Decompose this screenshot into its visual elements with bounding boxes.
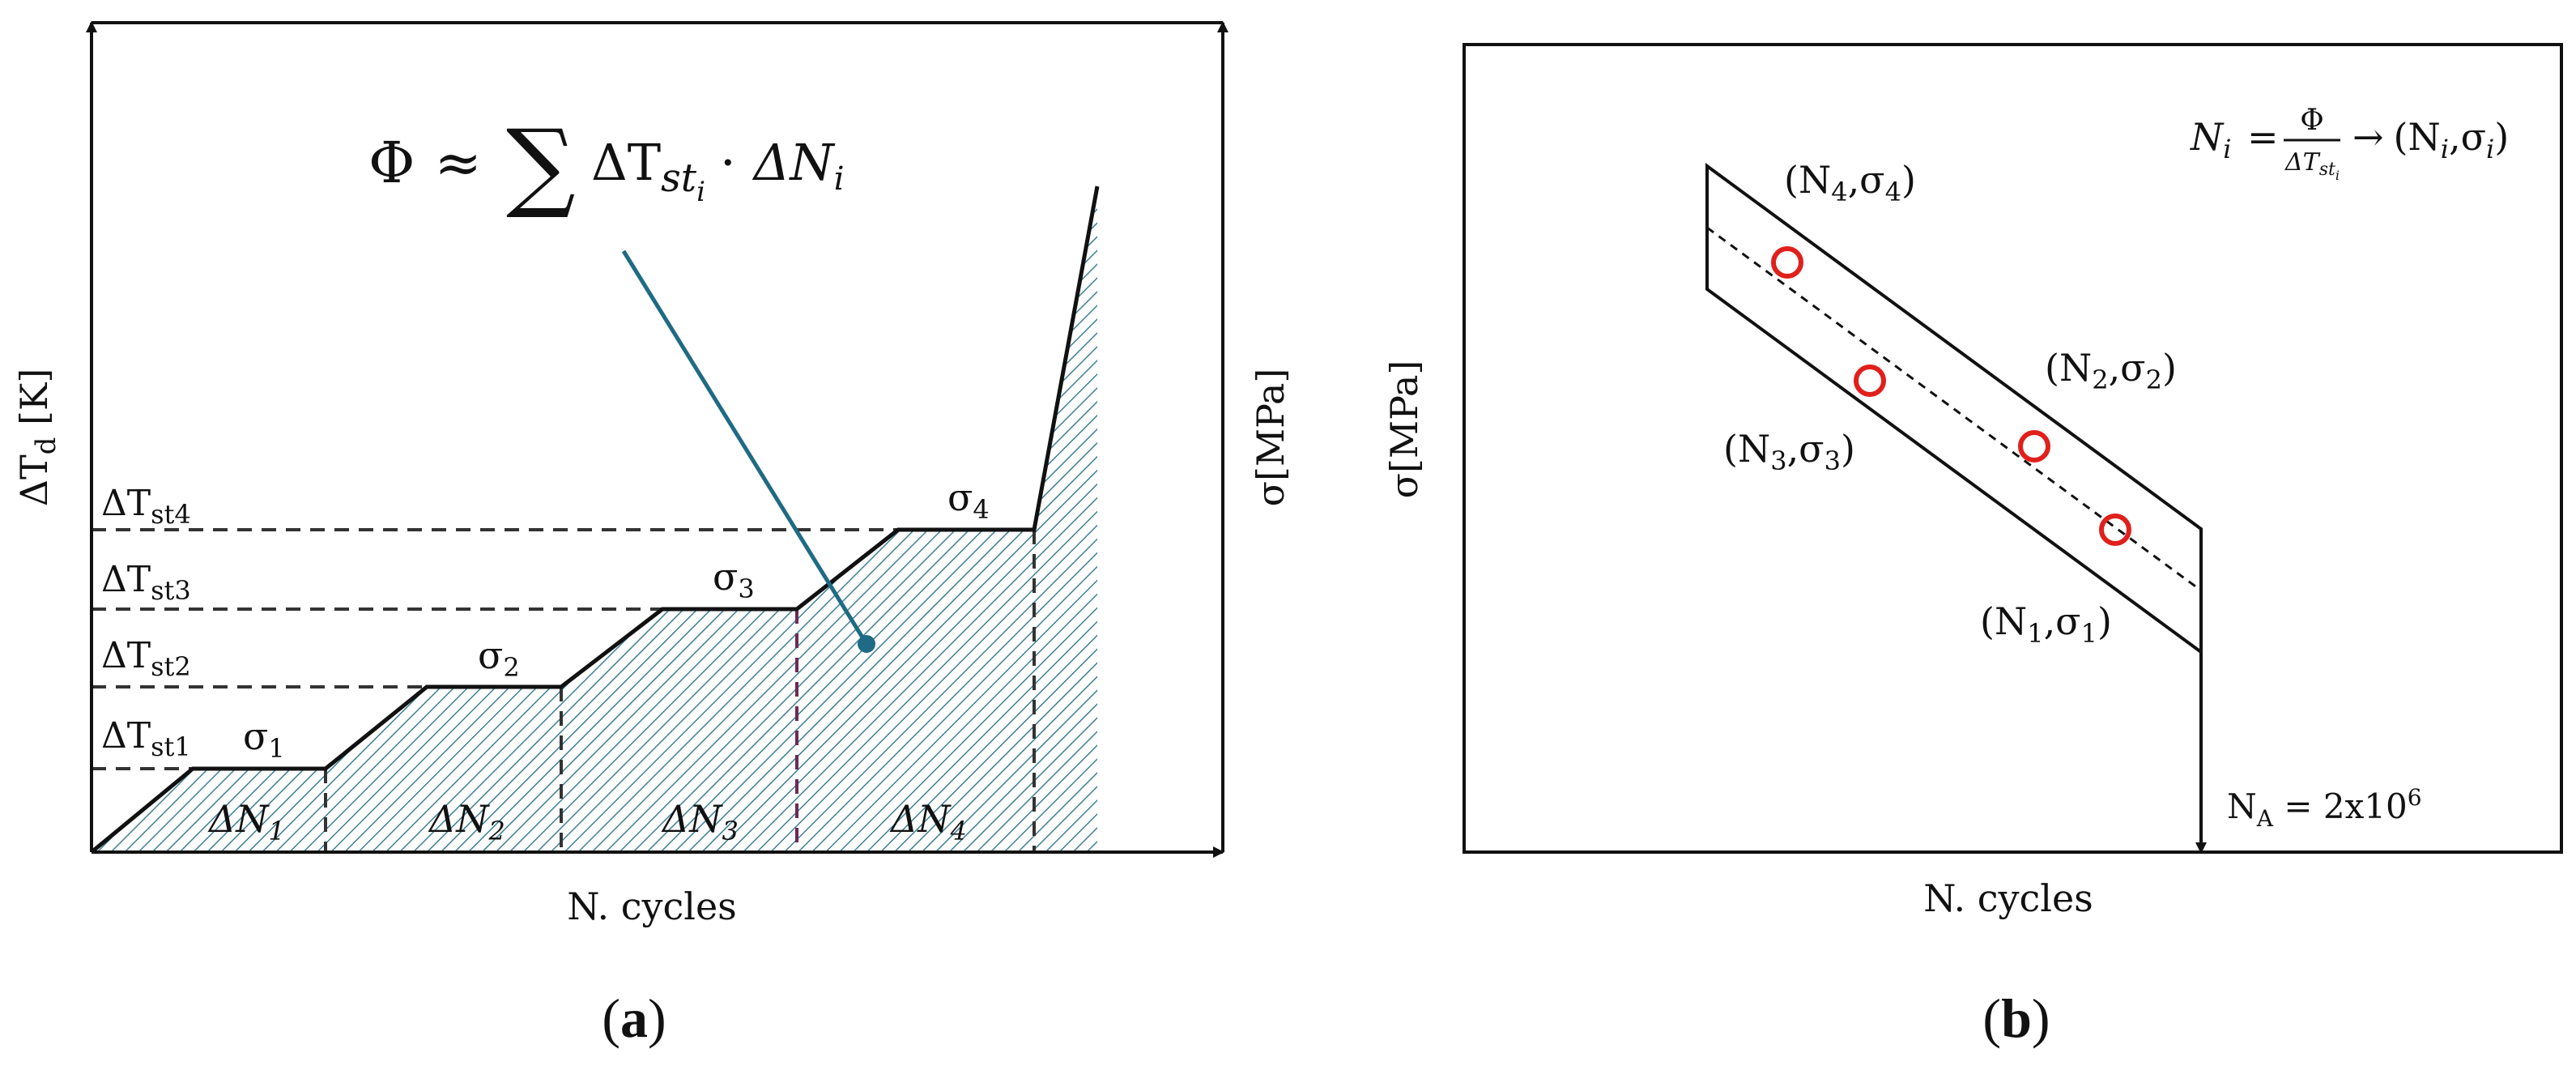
svg-text:→(Ni,σi): →(Ni,σi) xyxy=(2352,115,2509,164)
svg-text:ΔTsti·ΔNi: ΔTsti·ΔNi xyxy=(591,133,844,208)
pointer-dot xyxy=(858,635,875,653)
interval-label-1: ΔN1 xyxy=(207,797,285,846)
svg-text:=: = xyxy=(2247,115,2279,159)
svg-text:Ni: Ni xyxy=(2190,115,2231,164)
panel-label-a: (a) xyxy=(602,987,666,1049)
panel-label-b: (b) xyxy=(1982,987,2050,1049)
temperature-curve xyxy=(90,185,1100,854)
data-point-1 xyxy=(2099,514,2131,546)
point-label-3: (N3,σ3) xyxy=(1723,427,1855,476)
level-label-st3: ΔTst3 xyxy=(101,559,191,606)
sum-symbol: ∑ xyxy=(506,109,576,222)
plot-frame-b xyxy=(1463,43,2563,854)
interval-label-3: ΔN3 xyxy=(661,797,739,846)
stress-label-3: σ3 xyxy=(713,555,755,604)
data-points xyxy=(1771,246,2131,546)
point-label-1: (N1,σ1) xyxy=(1980,599,2112,649)
svg-text:Φ≈: Φ≈ xyxy=(368,130,482,196)
data-point-3 xyxy=(1854,364,1886,397)
stress-labels: σ1 σ2 σ3 σ4 xyxy=(243,475,990,764)
pointer-line xyxy=(621,249,869,646)
point-labels: (N4,σ4) (N2,σ2) (N3,σ3) (N1,σ1) xyxy=(1723,158,2177,649)
svg-text:ΔTsti: ΔTsti xyxy=(2284,148,2340,183)
mean-curve xyxy=(1706,226,2202,592)
panel-a: Φ≈ ∑ ΔTsti·ΔNi ΔTst4 ΔTst3 ΔTst2 ΔTst1 σ… xyxy=(12,21,1292,1049)
point-label-2: (N2,σ2) xyxy=(2045,346,2177,395)
level-labels: ΔTst4 ΔTst3 ΔTst2 ΔTst1 xyxy=(101,483,191,762)
interval-label-4: ΔN4 xyxy=(889,797,967,846)
phi-formula: Φ≈ ∑ ΔTsti·ΔNi xyxy=(368,109,844,222)
y-axis-title-b: σ[MPa] xyxy=(1382,360,1426,499)
panel-b: (N4,σ4) (N2,σ2) (N3,σ3) (N1,σ1) Ni = Φ Δ… xyxy=(1382,43,2563,1049)
data-point-4 xyxy=(1771,246,1803,279)
data-point-2 xyxy=(2018,430,2050,463)
x-axis-title-b: N. cycles xyxy=(1923,876,2093,920)
level-label-st2: ΔTst2 xyxy=(101,635,191,682)
level-label-st1: ΔTst1 xyxy=(101,715,191,762)
y-axis-right-title: σ[MPa] xyxy=(1249,369,1292,507)
ni-formula: Ni = Φ ΔTsti →(Ni,σi) xyxy=(2190,104,2509,183)
x-axis-title-a: N. cycles xyxy=(567,885,737,928)
interval-label-2: ΔN2 xyxy=(428,797,505,846)
interval-labels: ΔN1 ΔN2 ΔN3 ΔN4 xyxy=(207,797,967,846)
limit-label: NA = 2x106 xyxy=(2227,784,2422,832)
stress-label-1: σ1 xyxy=(243,714,285,764)
level-label-st4: ΔTst4 xyxy=(101,483,191,530)
interval-separators xyxy=(324,530,1036,852)
stress-label-4: σ4 xyxy=(947,475,990,525)
energy-area xyxy=(92,186,1097,852)
stress-label-2: σ2 xyxy=(478,633,520,683)
point-label-4: (N4,σ4) xyxy=(1784,158,1916,207)
svg-text:Φ: Φ xyxy=(2300,104,2324,137)
y-axis-left-title: ΔTd [K] xyxy=(12,369,62,507)
